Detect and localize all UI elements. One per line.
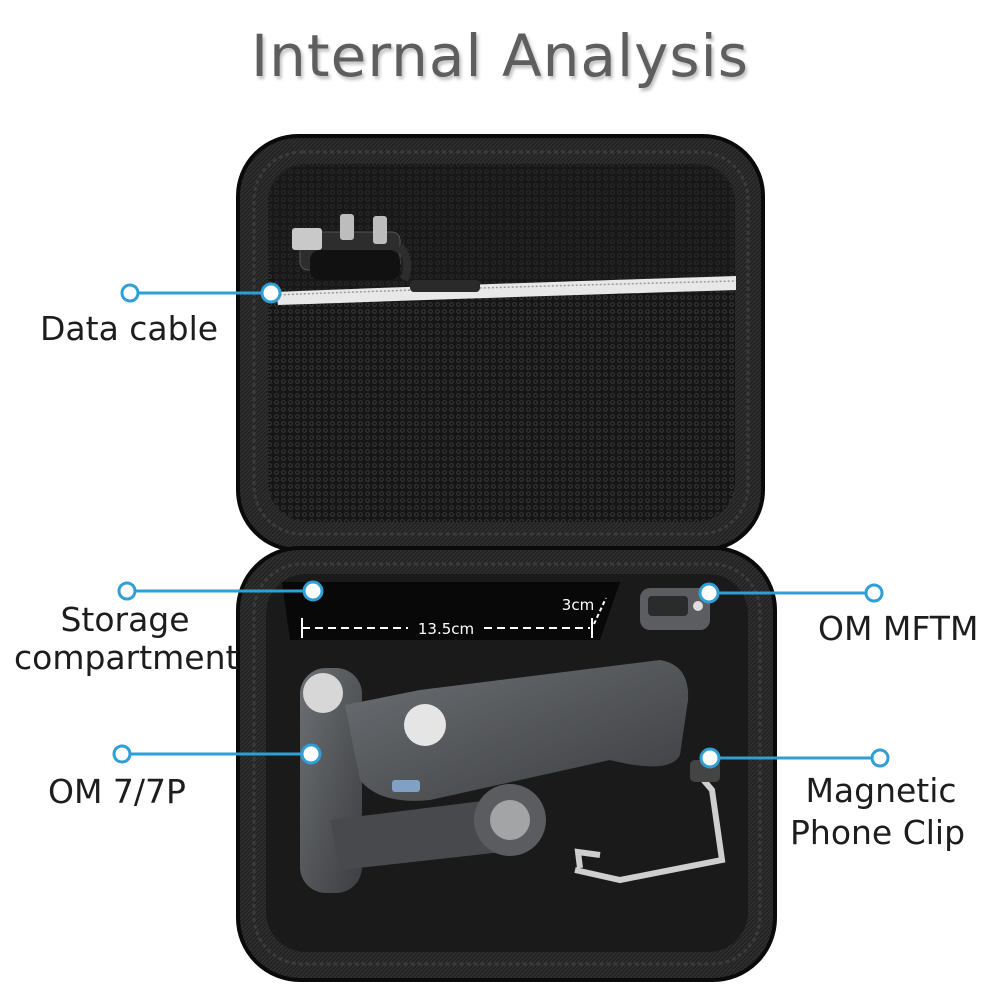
length-dimension: 13.5cm [418,620,474,638]
label-storage-line2: compartment [14,638,239,677]
dimension-marks: 13.5cm 3cm [301,596,607,639]
label-phone-clip-line1: Magnetic [805,771,957,810]
cable-bundle [292,214,412,282]
label-storage-line1: Storage [60,600,190,639]
gimbal-om7 [300,660,689,893]
label-data-cable: Data cable [40,309,219,348]
label-om-mftm: OM MFTM [818,609,979,648]
callouts [112,282,890,769]
case-lid [236,134,765,552]
label-om-7: OM 7/7P [48,772,186,811]
page-title: Internal Analysis [251,22,749,90]
storage-slot [282,582,620,640]
phone-clip-device [574,768,726,884]
label-phone-clip-line2: Phone Clip [790,813,966,852]
om-mftm-device [640,588,710,630]
depth-dimension: 3cm [562,596,594,614]
case-base [236,546,777,982]
